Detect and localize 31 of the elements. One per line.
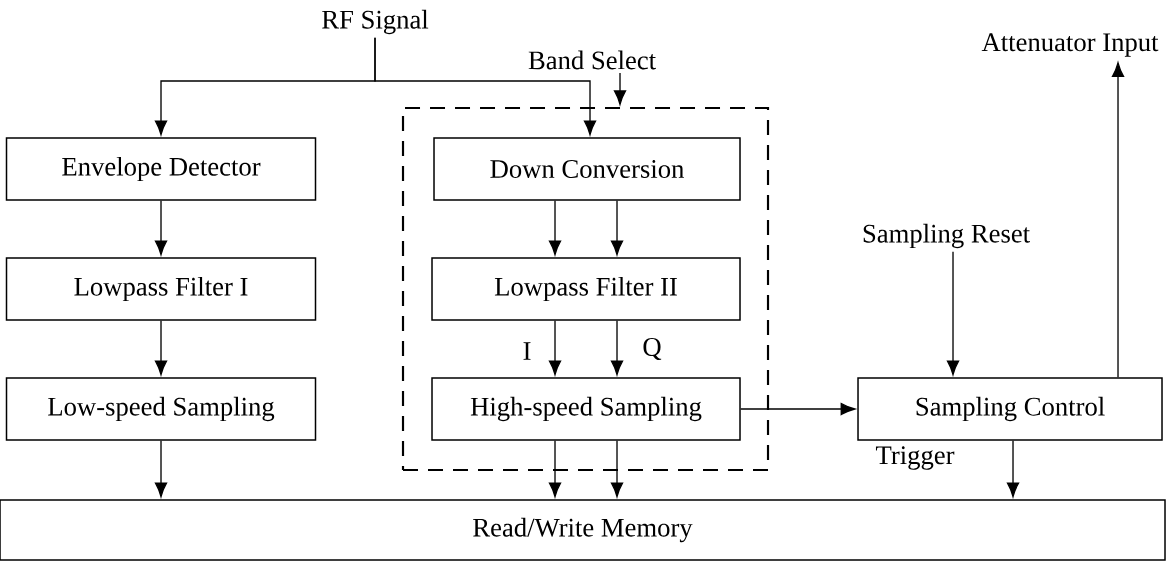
process-box: Envelope Detector <box>5 137 317 201</box>
signal-label: Band Select <box>528 50 656 70</box>
process-box: Low-speed Sampling <box>5 377 317 441</box>
process-box: Lowpass Filter I <box>5 257 317 321</box>
arrow <box>548 440 562 498</box>
arrow <box>610 200 624 256</box>
arrow <box>610 320 624 376</box>
arrow <box>374 37 597 136</box>
process-box: High-speed Sampling <box>431 377 741 441</box>
process-box: Sampling Control <box>857 377 1163 441</box>
arrow <box>154 320 168 376</box>
signal-label: RF Signal <box>322 9 429 35</box>
arrow <box>548 320 562 376</box>
process-box: Lowpass Filter II <box>431 257 741 321</box>
arrow <box>1111 62 1125 378</box>
signal-label: Sampling Reset <box>863 223 1030 249</box>
arrow <box>613 72 627 105</box>
process-box: Down Conversion <box>433 137 741 201</box>
arrow <box>154 440 168 498</box>
arrow <box>548 200 562 256</box>
arrow <box>740 402 856 416</box>
dashed-group-box <box>401 106 770 472</box>
memory-box: Read/Write Memory <box>0 499 1166 561</box>
edge-label: I <box>520 340 534 362</box>
arrow <box>1006 440 1020 498</box>
arrow <box>946 251 960 376</box>
arrow <box>610 440 624 498</box>
edge-label: Trigger <box>873 444 957 472</box>
edge-label: Q <box>640 336 664 362</box>
signal-label: Attenuator Input <box>981 33 1159 57</box>
arrow <box>154 200 168 256</box>
